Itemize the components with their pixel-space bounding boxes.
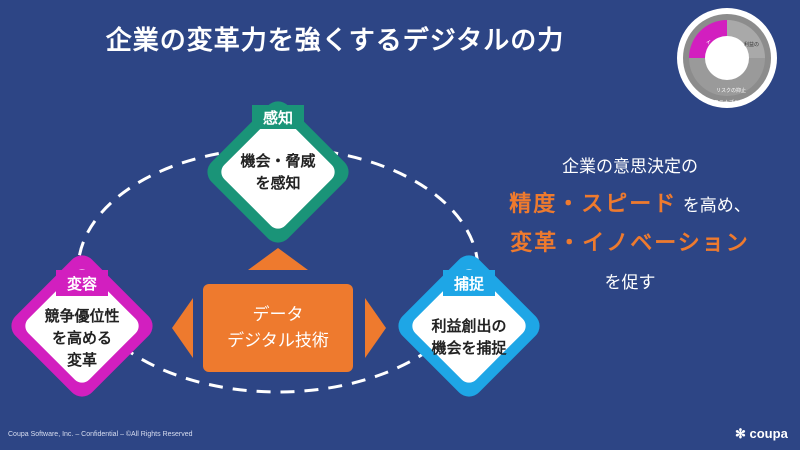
message-highlight2: 変革・イノベーション	[510, 231, 750, 256]
arrow-left	[172, 298, 193, 358]
logo-text: coupa	[749, 426, 788, 441]
tag-sense: 感知	[262, 109, 293, 127]
transform-line3: 変革	[66, 351, 97, 369]
ring-label-risk: リスクの抑止	[716, 87, 746, 94]
footer-confidential: Coupa Software, Inc. – Confidential – ©A…	[8, 431, 193, 438]
message-line1: 企業の意思決定の	[562, 157, 698, 177]
center-line1: データ	[252, 305, 304, 325]
ring-graphic: イノベー 利益の リスクの抑止 サステナブルな	[677, 8, 777, 108]
arrow-right	[365, 298, 386, 358]
sense-text: 機会・脅威 を感知	[220, 150, 336, 194]
diamond-seize	[398, 255, 540, 397]
transform-line2: を高める	[51, 329, 112, 347]
seize-line1: 利益創出の	[431, 317, 507, 335]
transform-text: 競争優位性 を高める 変革	[24, 305, 140, 371]
message-line2: 精度・スピード を高め、	[480, 186, 780, 225]
center-data-box: データ デジタル技術	[203, 284, 353, 372]
arrow-up	[248, 248, 308, 270]
seize-text: 利益創出の 機会を捕捉	[411, 315, 527, 359]
diamond-sense	[207, 101, 349, 243]
diamond-transform	[11, 255, 153, 397]
message-highlight1: 精度・スピード	[509, 192, 678, 217]
seize-line2: 機会を捕捉	[431, 339, 507, 357]
ring-label-innovation: イノベー	[706, 40, 726, 46]
tag-seize: 捕捉	[453, 275, 484, 293]
ring-label-sustain: サステナブルな	[709, 99, 744, 106]
sense-line2: を感知	[255, 174, 301, 192]
sense-line1: 機会・脅威	[240, 152, 316, 170]
page-title: 企業の変革力を強くするデジタルの力	[105, 26, 565, 56]
message-line3: 変革・イノベーション	[480, 225, 780, 264]
message-block: 企業の意思決定の 精度・スピード を高め、 変革・イノベーション を促す	[480, 148, 780, 302]
message-line4: を促す	[604, 273, 656, 293]
transform-line1: 競争優位性	[44, 307, 120, 325]
message-line2-suffix: を高め、	[682, 196, 751, 216]
center-line2: デジタル技術	[227, 331, 329, 351]
tag-transform: 変容	[66, 275, 97, 293]
ring-label-profit: 利益の	[744, 41, 759, 48]
coupa-logo: ✻ coupa	[735, 426, 788, 441]
